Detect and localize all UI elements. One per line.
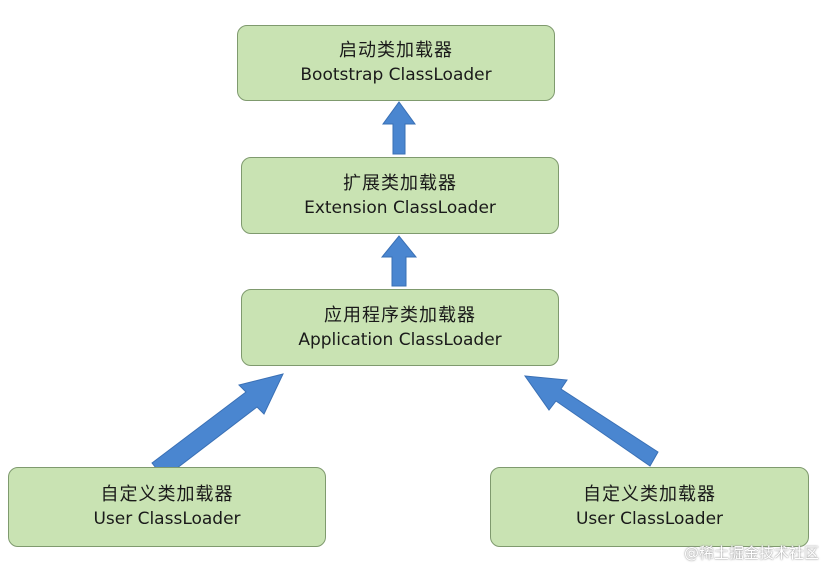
arrow-application-to-extension	[380, 235, 418, 287]
node-application-classloader: 应用程序类加载器 Application ClassLoader	[241, 289, 559, 366]
node-cn-label: 自定义类加载器	[583, 484, 716, 505]
node-user-classloader-left: 自定义类加载器 User ClassLoader	[8, 467, 326, 547]
watermark-text: @稀土掘金技术社区	[683, 544, 819, 562]
node-cn-label: 启动类加载器	[339, 40, 453, 61]
node-en-label: Application ClassLoader	[298, 329, 502, 350]
node-bootstrap-classloader: 启动类加载器 Bootstrap ClassLoader	[237, 25, 555, 101]
node-en-label: User ClassLoader	[575, 509, 724, 529]
node-cn-label: 应用程序类加载器	[324, 304, 476, 326]
node-en-label: User ClassLoader	[93, 509, 241, 529]
node-user-classloader-right: 自定义类加载器 User ClassLoader	[490, 467, 809, 547]
arrow-extension-to-bootstrap	[382, 101, 416, 155]
node-cn-label: 扩展类加载器	[343, 172, 457, 194]
node-en-label: Extension ClassLoader	[304, 197, 496, 218]
node-extension-classloader: 扩展类加载器 Extension ClassLoader	[241, 157, 559, 234]
node-en-label: Bootstrap ClassLoader	[300, 65, 492, 85]
arrow-user-right-to-application	[523, 375, 659, 467]
node-cn-label: 自定义类加载器	[100, 484, 234, 505]
arrow-user-left-to-application	[151, 373, 284, 479]
